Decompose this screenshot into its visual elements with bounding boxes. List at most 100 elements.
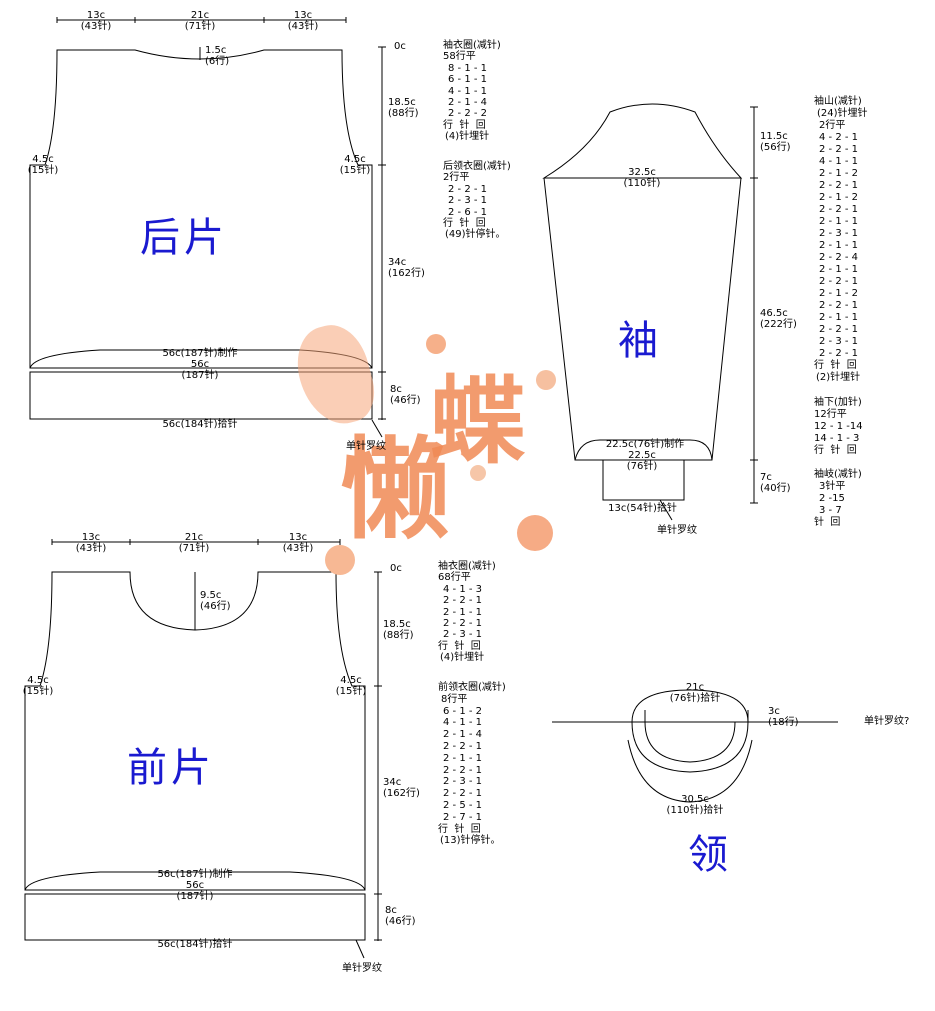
- front-neck-instructions: 前领衣圈(减针) 8行平 6 - 1 - 2 4 - 1 - 1 2 - 1 -…: [438, 682, 506, 847]
- instr-line: 8行平: [441, 693, 468, 705]
- watermark-bubble: [470, 465, 486, 481]
- sleeve-vdim-1: 46.5c(222行): [760, 308, 797, 330]
- instr-line: 2 - 2 - 1: [443, 595, 483, 607]
- instr-line: 2 - 2 - 1: [448, 183, 488, 195]
- back-vdim-0: 0c: [394, 41, 406, 52]
- back-pickup-line: 56c(184针)拾针: [162, 419, 238, 430]
- sleeve-rib-label: 单针罗纹: [657, 525, 697, 536]
- back-neck-title: 后领衣圈(减针): [443, 161, 511, 172]
- instr-line: 行 针 回: [443, 218, 486, 230]
- watermark-bubble: [325, 545, 355, 575]
- front-piece-outline: [24, 539, 382, 959]
- instr-line: 2 - 2 - 1: [443, 788, 483, 800]
- instr-line: 2 - 2 - 1: [443, 618, 483, 630]
- instr-line: (49)针停针。: [445, 229, 506, 241]
- front-shoulder-right: 4.5c(15针): [335, 675, 367, 697]
- sleeve-cuff-title: 袖岐(减针): [814, 469, 862, 480]
- instr-line: 4 - 1 - 1: [443, 717, 483, 729]
- instr-line: 2 - 1 - 1: [819, 264, 859, 275]
- front-top-dim-center: 21c(71针): [178, 532, 210, 554]
- instr-line: 2 - 1 - 1: [819, 216, 859, 227]
- sleeve-top-width: 32.5c(110针): [623, 167, 661, 189]
- instr-line: 2 - 1 - 1: [819, 312, 859, 323]
- sleeve-underarm-instructions: 袖下(加针) 12行平 12 - 1 -14 14 - 1 - 3 行 针 回: [814, 397, 863, 457]
- instr-line: 4 - 2 - 1: [819, 132, 859, 143]
- instr-line: 行 针 回: [814, 360, 857, 371]
- watermark-bubble: [536, 370, 556, 390]
- instr-line: 2 - 2 - 2: [448, 108, 488, 120]
- instr-line: 2 - 2 - 4: [819, 252, 859, 263]
- back-top-dim-right: 13c(43针): [287, 10, 319, 32]
- instr-line: 2 - 2 - 1: [819, 276, 859, 287]
- instr-line: 2 - 2 - 1: [819, 180, 859, 191]
- instr-line: (2)针埋针: [816, 372, 861, 383]
- sleeve-cuff-instructions: 袖岐(减针) 3针平 2 -15 3 - 7 针 回: [814, 469, 862, 529]
- instr-line: 2 - 1 - 2: [819, 288, 859, 299]
- back-title: 后片: [140, 215, 228, 261]
- instr-line: 2 - 3 - 1: [448, 195, 488, 207]
- instr-line: 2 - 1 - 4: [448, 97, 488, 109]
- watermark-text-2: 蝶: [430, 366, 526, 477]
- instr-line: 2 - 2 - 1: [819, 144, 859, 155]
- watermark-bubble: [426, 334, 446, 354]
- collar-title: 领: [688, 832, 732, 878]
- front-vdim-0: 0c: [390, 563, 402, 574]
- watermark-text-1: 懒: [340, 425, 450, 554]
- front-shoulder-left: 4.5c(15针): [22, 675, 54, 697]
- back-width: 56c(187针): [181, 359, 219, 381]
- instr-line: 2 - 3 - 1: [443, 629, 483, 641]
- back-vdim-1: 18.5c(88行): [388, 97, 419, 119]
- instr-line: 4 - 1 - 1: [448, 85, 488, 97]
- instr-line: 行 针 回: [443, 119, 486, 131]
- instr-line: 6 - 1 - 1: [448, 74, 488, 86]
- back-top-dim-center: 21c(71针): [184, 10, 216, 32]
- watermark-bubble: [517, 515, 553, 551]
- front-neck-title: 前领衣圈(减针): [438, 682, 506, 693]
- collar-top-dim: 21c(76针)拾针: [669, 682, 721, 704]
- back-neck-instructions: 后领衣圈(减针) 2行平 2 - 2 - 1 2 - 3 - 1 2 - 6 -…: [443, 161, 511, 241]
- front-title: 前片: [127, 745, 215, 791]
- front-armhole-title: 袖衣圈(减针): [438, 561, 496, 572]
- instr-line: 2 - 2 - 1: [819, 300, 859, 311]
- instr-line: 58行平: [443, 51, 476, 63]
- sleeve-cap-instructions: 袖山(减针) (24)针埋针 2行平 4 - 2 - 1 2 - 2 - 1 4…: [814, 96, 868, 384]
- instr-line: 2 - 6 - 1: [448, 206, 488, 218]
- sleeve-cuff-pickup: 13c(54针)拾针: [608, 503, 677, 514]
- sleeve-title: 袖: [618, 318, 662, 364]
- back-armhole-instructions: 袖衣圈(减针) 58行平 8 - 1 - 1 6 - 1 - 1 4 - 1 -…: [443, 40, 501, 143]
- instr-line: 2行平: [819, 120, 846, 131]
- front-make-line: 56c(187针)制作: [157, 869, 233, 880]
- back-vdim-2: 34c(162行): [388, 257, 425, 279]
- front-top-dim-left: 13c(43针): [75, 532, 107, 554]
- instr-line: 行 针 回: [438, 823, 481, 835]
- sleeve-make-line: 22.5c(76针)制作: [605, 439, 685, 450]
- instr-line: 8 - 1 - 1: [448, 62, 488, 74]
- back-vdim-3: 8c(46行): [390, 384, 421, 406]
- sleeve-vdim-2: 7c(40行): [760, 472, 791, 494]
- instr-line: (4)针埋针: [440, 652, 485, 664]
- front-rib-label: 单针罗纹: [342, 963, 382, 974]
- instr-line: 6 - 1 - 2: [443, 705, 483, 717]
- front-vdim-3: 8c(46行): [385, 905, 416, 927]
- instr-line: 2 - 1 - 2: [819, 192, 859, 203]
- instr-line: 2 - 7 - 1: [443, 811, 483, 823]
- front-vdim-2: 34c(162行): [383, 777, 420, 799]
- instr-line: 2 - 1 - 4: [443, 729, 483, 741]
- instr-line: 2 - 2 - 1: [819, 348, 859, 359]
- back-shoulder-left: 4.5c(15针): [27, 154, 59, 176]
- instr-line: 4 - 1 - 1: [819, 156, 859, 167]
- instr-line: (13)针停针。: [440, 835, 501, 847]
- instr-line: 12 - 1 -14: [814, 421, 863, 432]
- instr-line: 4 - 1 - 3: [443, 583, 483, 595]
- collar-rib-label: 单针罗纹?: [864, 716, 910, 727]
- instr-line: 12行平: [814, 409, 847, 420]
- sleeve-vdim-0: 11.5c(56行): [760, 131, 791, 153]
- instr-line: 2 - 2 - 1: [819, 324, 859, 335]
- back-armhole-title: 袖衣圈(减针): [443, 40, 501, 51]
- back-make-line: 56c(187针)制作: [162, 348, 238, 359]
- back-rib-label: 单针罗纹: [346, 441, 386, 452]
- instr-line: 2行平: [443, 172, 470, 184]
- front-width: 56c(187针): [176, 880, 214, 902]
- instr-line: 3针平: [819, 481, 846, 492]
